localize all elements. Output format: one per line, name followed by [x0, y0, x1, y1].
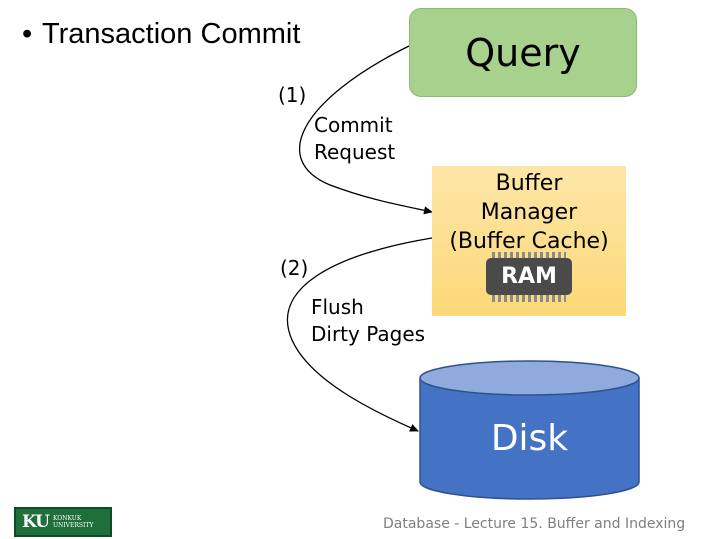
slide-bullet: • Transaction Commit [22, 16, 300, 52]
footer-caption: Database - Lecture 15. Buffer and Indexi… [383, 516, 686, 532]
logo-mark: KU [22, 512, 50, 532]
step2-label-line2: Dirty Pages [311, 322, 426, 346]
step2-label-line1: Flush [311, 295, 364, 319]
step1-label-line1: Commit [314, 113, 393, 137]
flush-dirty-pages-arrow [286, 237, 433, 432]
step1-label-line2: Request [314, 140, 396, 164]
ram-label: RAM [501, 264, 557, 289]
query-label: Query [465, 30, 581, 75]
konkuk-logo: KU KONKUK UNIVERSITY [14, 507, 112, 537]
slide-bullet-text: Transaction Commit [42, 18, 301, 50]
disk-node: Disk [419, 360, 640, 500]
buffer-manager-label: Buffer Manager (Buffer Cache) [449, 171, 609, 254]
ram-chip-icon: RAM [486, 258, 572, 295]
step2-number: (2) [280, 256, 309, 280]
logo-name: KONKUK UNIVERSITY [53, 515, 94, 529]
step1-number: (1) [278, 83, 307, 107]
disk-label: Disk [490, 418, 569, 459]
ram-pins-top [492, 252, 566, 259]
query-node: Query [409, 8, 637, 97]
bullet-dot-icon: • [22, 18, 33, 50]
buffer-manager-node: Buffer Manager (Buffer Cache) RAM [432, 166, 626, 316]
ram-pins-bottom [492, 295, 566, 302]
disk-cylinder-icon [419, 360, 640, 500]
commit-request-arrow [299, 45, 433, 215]
